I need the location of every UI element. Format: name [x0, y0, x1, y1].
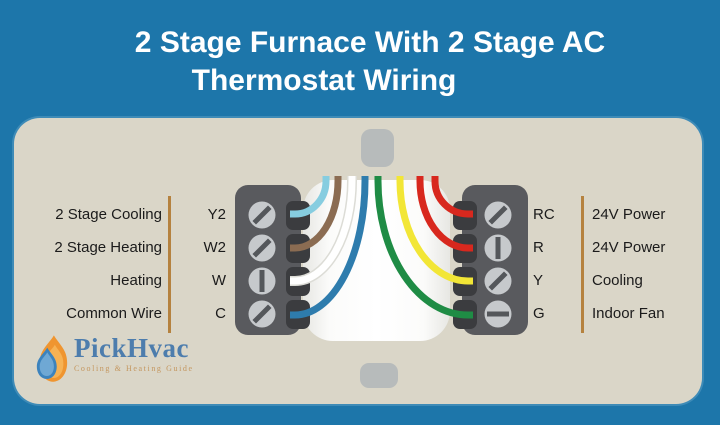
- logo: PickHvac Cooling & Heating Guide: [34, 333, 194, 385]
- logo-name: PickHvac: [74, 333, 189, 363]
- title-line-2: Thermostat Wiring: [191, 64, 457, 97]
- terminal-label-w2: W2: [203, 239, 227, 256]
- title-line-1: 2 Stage Furnace With 2 Stage AC: [134, 26, 606, 59]
- separator-line-left: [168, 196, 171, 333]
- terminal-label-c: C: [215, 305, 226, 322]
- page-title: 2 Stage Furnace With 2 Stage AC Thermost…: [0, 24, 720, 100]
- separator-line-right: [581, 196, 584, 333]
- label-common-wire: Common Wire: [66, 305, 162, 322]
- logo-flame-droplet-icon: [36, 335, 68, 382]
- label-24v-power-r: 24V Power: [592, 239, 666, 256]
- label-indoor-fan: Indoor Fan: [592, 305, 665, 322]
- label-2-stage-cooling: 2 Stage Cooling: [55, 206, 162, 223]
- terminal-label-g: G: [533, 305, 545, 322]
- terminal-label-r: R: [533, 239, 544, 256]
- label-heating: Heating: [110, 272, 162, 289]
- logo-tagline: Cooling & Heating Guide: [74, 364, 194, 373]
- label-2-stage-heating: 2 Stage Heating: [54, 239, 162, 256]
- label-24v-power-rc: 24V Power: [592, 206, 666, 223]
- terminal-label-y: Y: [533, 272, 544, 289]
- label-cooling: Cooling: [592, 272, 643, 289]
- terminal-label-rc: RC: [533, 206, 555, 223]
- terminal-label-y2: Y2: [207, 206, 226, 223]
- terminal-label-w: W: [211, 272, 226, 289]
